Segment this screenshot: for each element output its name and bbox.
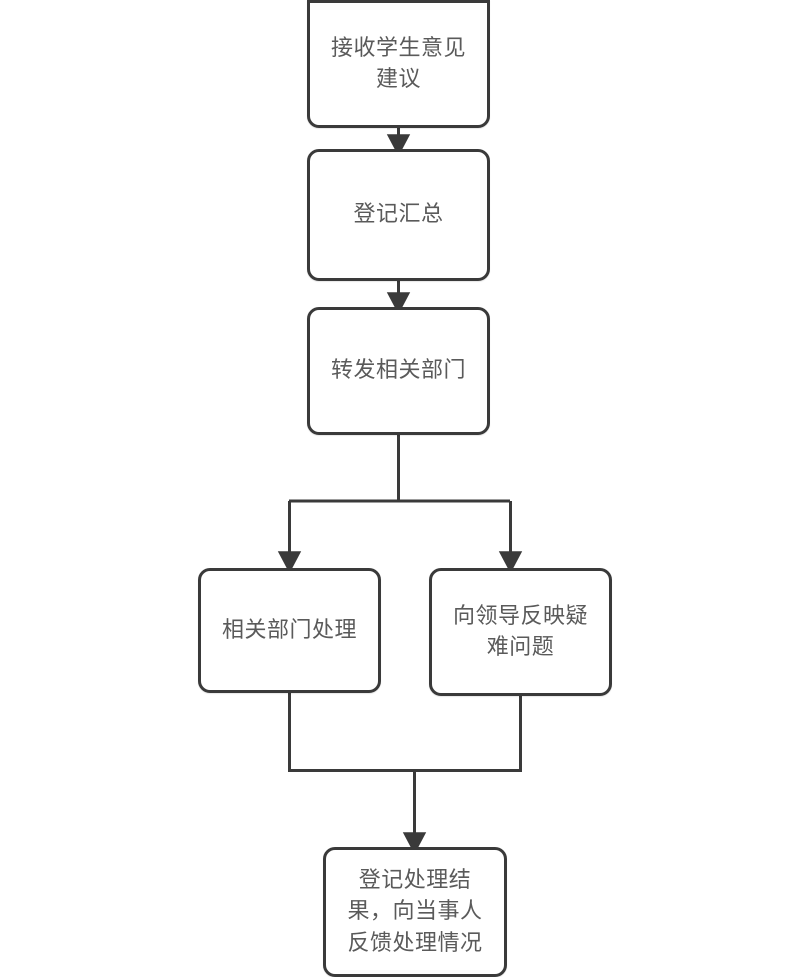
node-forward-to-department[interactable]: 转发相关部门 bbox=[307, 307, 490, 435]
node-forward-label: 转发相关部门 bbox=[330, 358, 466, 384]
connector-forward-to-split bbox=[289, 435, 510, 503]
node-receive-student-feedback[interactable]: 接收学生意见 建议 bbox=[307, 0, 490, 128]
node-report-to-leadership[interactable]: 向领导反映疑 难问题 bbox=[429, 568, 612, 696]
node-register-summary[interactable]: 登记汇总 bbox=[307, 149, 490, 281]
node-dept-label: 相关部门处理 bbox=[221, 617, 357, 643]
node-leader-label: 向领导反映疑 难问题 bbox=[452, 603, 588, 660]
node-register-label: 登记汇总 bbox=[353, 202, 444, 228]
node-register-result-feedback[interactable]: 登记处理结 果，向当事人 反馈处理情况 bbox=[323, 847, 507, 977]
node-receive-label: 接收学生意见 建议 bbox=[330, 35, 466, 92]
node-result-label: 登记处理结 果，向当事人 反馈处理情况 bbox=[347, 868, 483, 956]
node-department-handles[interactable]: 相关部门处理 bbox=[198, 568, 381, 693]
